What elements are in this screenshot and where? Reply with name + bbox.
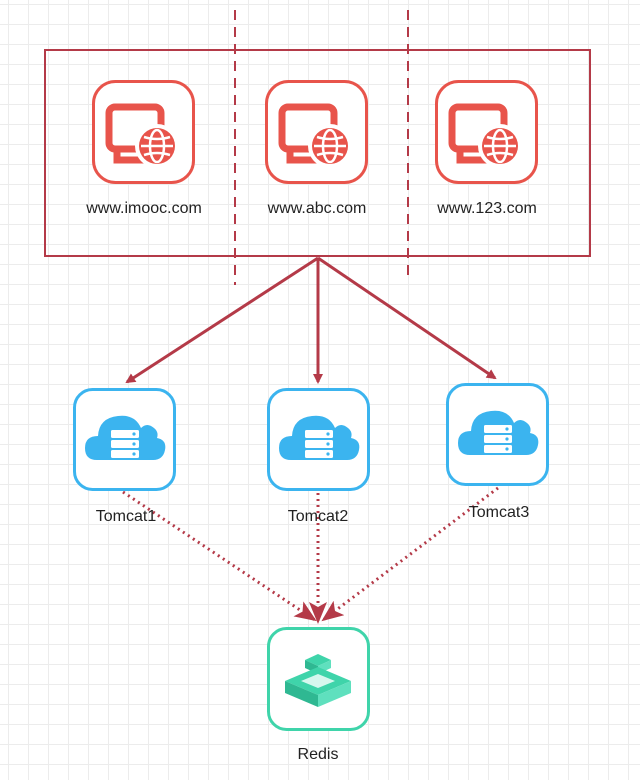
site-label-2: www.abc.com: [267, 200, 367, 217]
redis-stack-icon: [267, 627, 370, 731]
cloud-server-icon: [73, 388, 176, 491]
arrow-to-tomcat3: [317, 256, 497, 380]
redis-label: Redis: [297, 746, 339, 763]
web-monitor-globe-icon: [435, 80, 538, 184]
site-label-3: www.123.com: [437, 200, 537, 217]
server-label-1: Tomcat1: [95, 508, 157, 525]
dotted-arrow-tomcat3-redis: [321, 486, 499, 622]
server-label-3: Tomcat3: [468, 504, 530, 521]
site-label-1: www.imooc.com: [86, 200, 202, 217]
web-monitor-globe-icon: [92, 80, 195, 184]
cloud-server-icon: [267, 388, 370, 491]
server-label-2: Tomcat2: [287, 508, 349, 525]
domain-group-box: [44, 49, 591, 257]
arrow-to-tomcat1: [125, 256, 319, 384]
cloud-server-icon: [446, 383, 549, 486]
dotted-arrow-tomcat1-redis: [122, 490, 317, 622]
web-monitor-globe-icon: [265, 80, 368, 184]
